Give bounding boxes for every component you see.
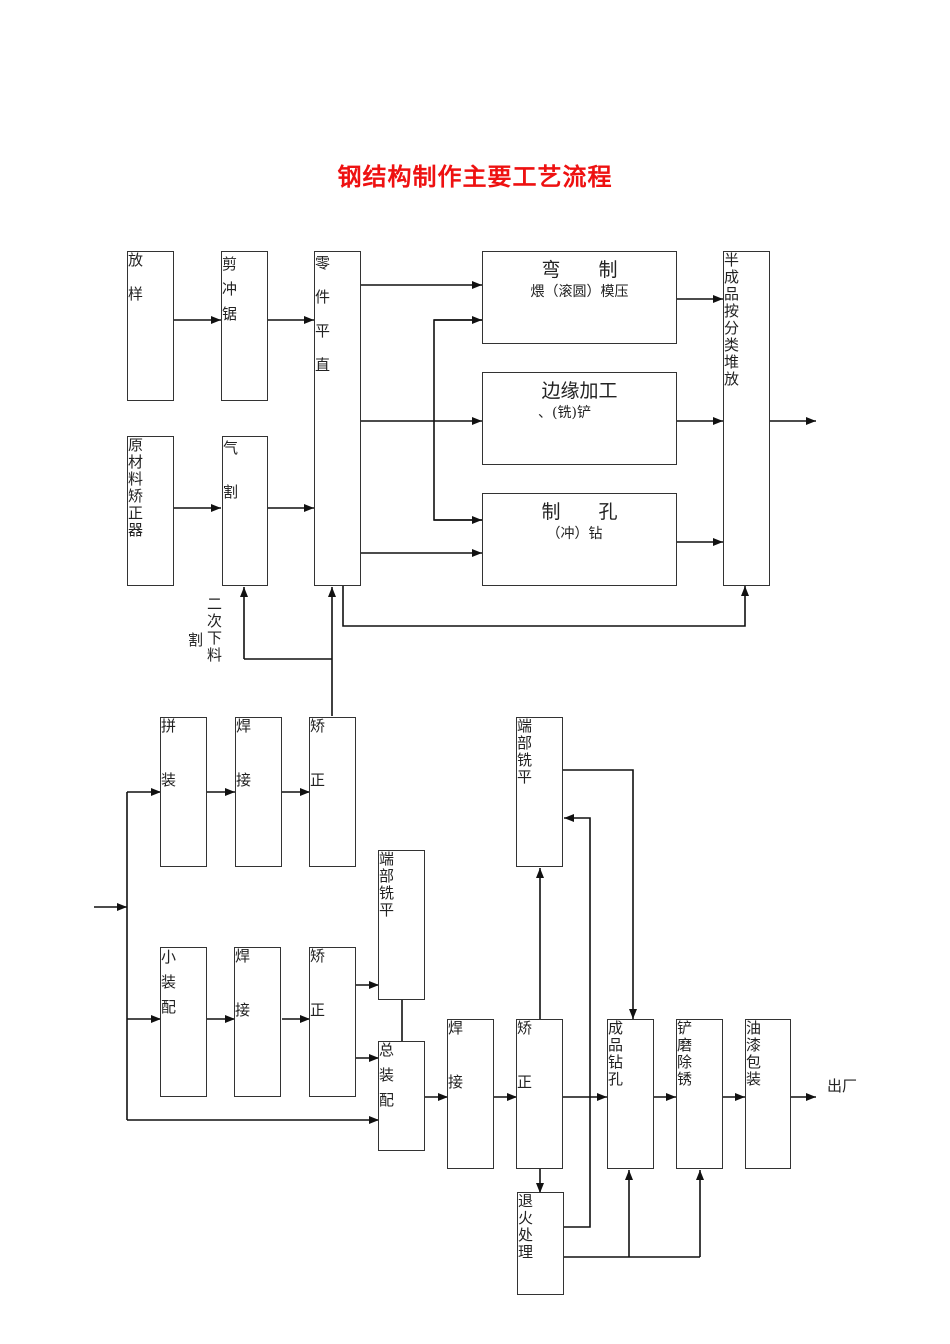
box-youqibaozhuang: 油 漆 包 装 (745, 1019, 791, 1169)
box-label: 原 材 料 矫 正 器 (128, 436, 144, 539)
line-tuihuo-to-duanbu (563, 814, 591, 1228)
process-subtitle: 、(铣)铲 (538, 405, 591, 421)
box-zongzhuangpei: 总 装 配 (378, 1041, 425, 1151)
box-hanjie-3: 焊 接 (447, 1019, 494, 1169)
box-chanmochuxiu: 铲 磨 除 锈 (676, 1019, 723, 1169)
box-label: 退 火 处 理 (518, 1192, 534, 1261)
box-label: 端 部 铣 平 (379, 850, 395, 919)
box-label: 气 割 (223, 439, 239, 501)
box-banchengpin: 半 成 品 按 分 类 堆 放 (723, 251, 770, 586)
box-bianyuanjiagong: 边缘加工 、(铣)铲 (482, 372, 677, 465)
box-zhikong: 制 孔 （冲）钻 (482, 493, 677, 586)
label-exit-factory: 出厂 (827, 1077, 858, 1095)
box-hanjie-2: 焊 接 (234, 947, 281, 1097)
box-jiaozheng-3: 矫 正 (516, 1019, 563, 1169)
process-title: 边缘加工 (541, 380, 618, 402)
box-duanbuxiping-2: 端 部 铣 平 (516, 717, 563, 867)
box-lingjianpingzhi: 零 件 平 直 (314, 251, 361, 586)
box-wanzhi: 弯 制 煨（滚圆）模压 (482, 251, 677, 344)
box-label: 端 部 铣 平 (517, 717, 533, 786)
box-label: 矫 正 (517, 1019, 533, 1091)
box-label: 焊 接 (236, 717, 252, 789)
box-label: 零 件 平 直 (315, 254, 331, 374)
box-label: 拼 装 (161, 717, 177, 789)
box-jianchongju: 剪 冲 锯 (221, 251, 268, 401)
line-duanbu-to-chengpin (563, 769, 637, 1019)
box-label: 铲 磨 除 锈 (677, 1019, 693, 1088)
box-label: 半 成 品 按 分 类 堆 放 (724, 251, 740, 388)
process-subtitle: （冲）钻 (546, 526, 603, 542)
box-label: 矫 正 (310, 717, 326, 789)
box-jiaozheng-2: 矫 正 (309, 947, 356, 1097)
box-jiaozheng-1: 矫 正 (309, 717, 356, 867)
box-label: 小 装 配 (161, 948, 177, 1016)
box-hanjie-1: 焊 接 (235, 717, 282, 867)
box-chengpinzuankong: 成 品 钻 孔 (607, 1019, 654, 1169)
box-pinzhuang: 拼 装 (160, 717, 207, 867)
process-subtitle: 煨（滚圆）模压 (530, 284, 629, 300)
box-label: 成 品 钻 孔 (608, 1019, 624, 1088)
box-label: 油 漆 包 装 (746, 1019, 762, 1088)
line-lingjian-to-banchengpin-bottom (342, 586, 749, 627)
box-duanbuxiping-1: 端 部 铣 平 (378, 850, 425, 1000)
page-title: 钢结构制作主要工艺流程 (337, 163, 613, 191)
box-label: 总 装 配 (379, 1041, 395, 1109)
process-title: 制 孔 (541, 501, 618, 523)
box-qige: 气 割 (222, 436, 268, 586)
process-title: 弯 制 (541, 259, 618, 281)
box-label: 剪 冲 锯 (222, 255, 238, 323)
box-fangyang: 放 样 (127, 251, 174, 401)
label-secondary-cut-ge: 割 (188, 631, 204, 649)
box-label: 矫 正 (310, 947, 326, 1019)
label-secondary-cut: 二 次 下 料 (207, 595, 223, 664)
box-yuancailiao: 原 材 料 矫 正 器 (127, 436, 174, 586)
box-label: 放 样 (128, 251, 144, 303)
box-label: 焊 接 (235, 947, 251, 1019)
box-label: 焊 接 (448, 1019, 464, 1091)
box-tuihuochuli: 退 火 处 理 (517, 1192, 564, 1295)
box-xiaozhuangpei: 小 装 配 (160, 947, 207, 1097)
